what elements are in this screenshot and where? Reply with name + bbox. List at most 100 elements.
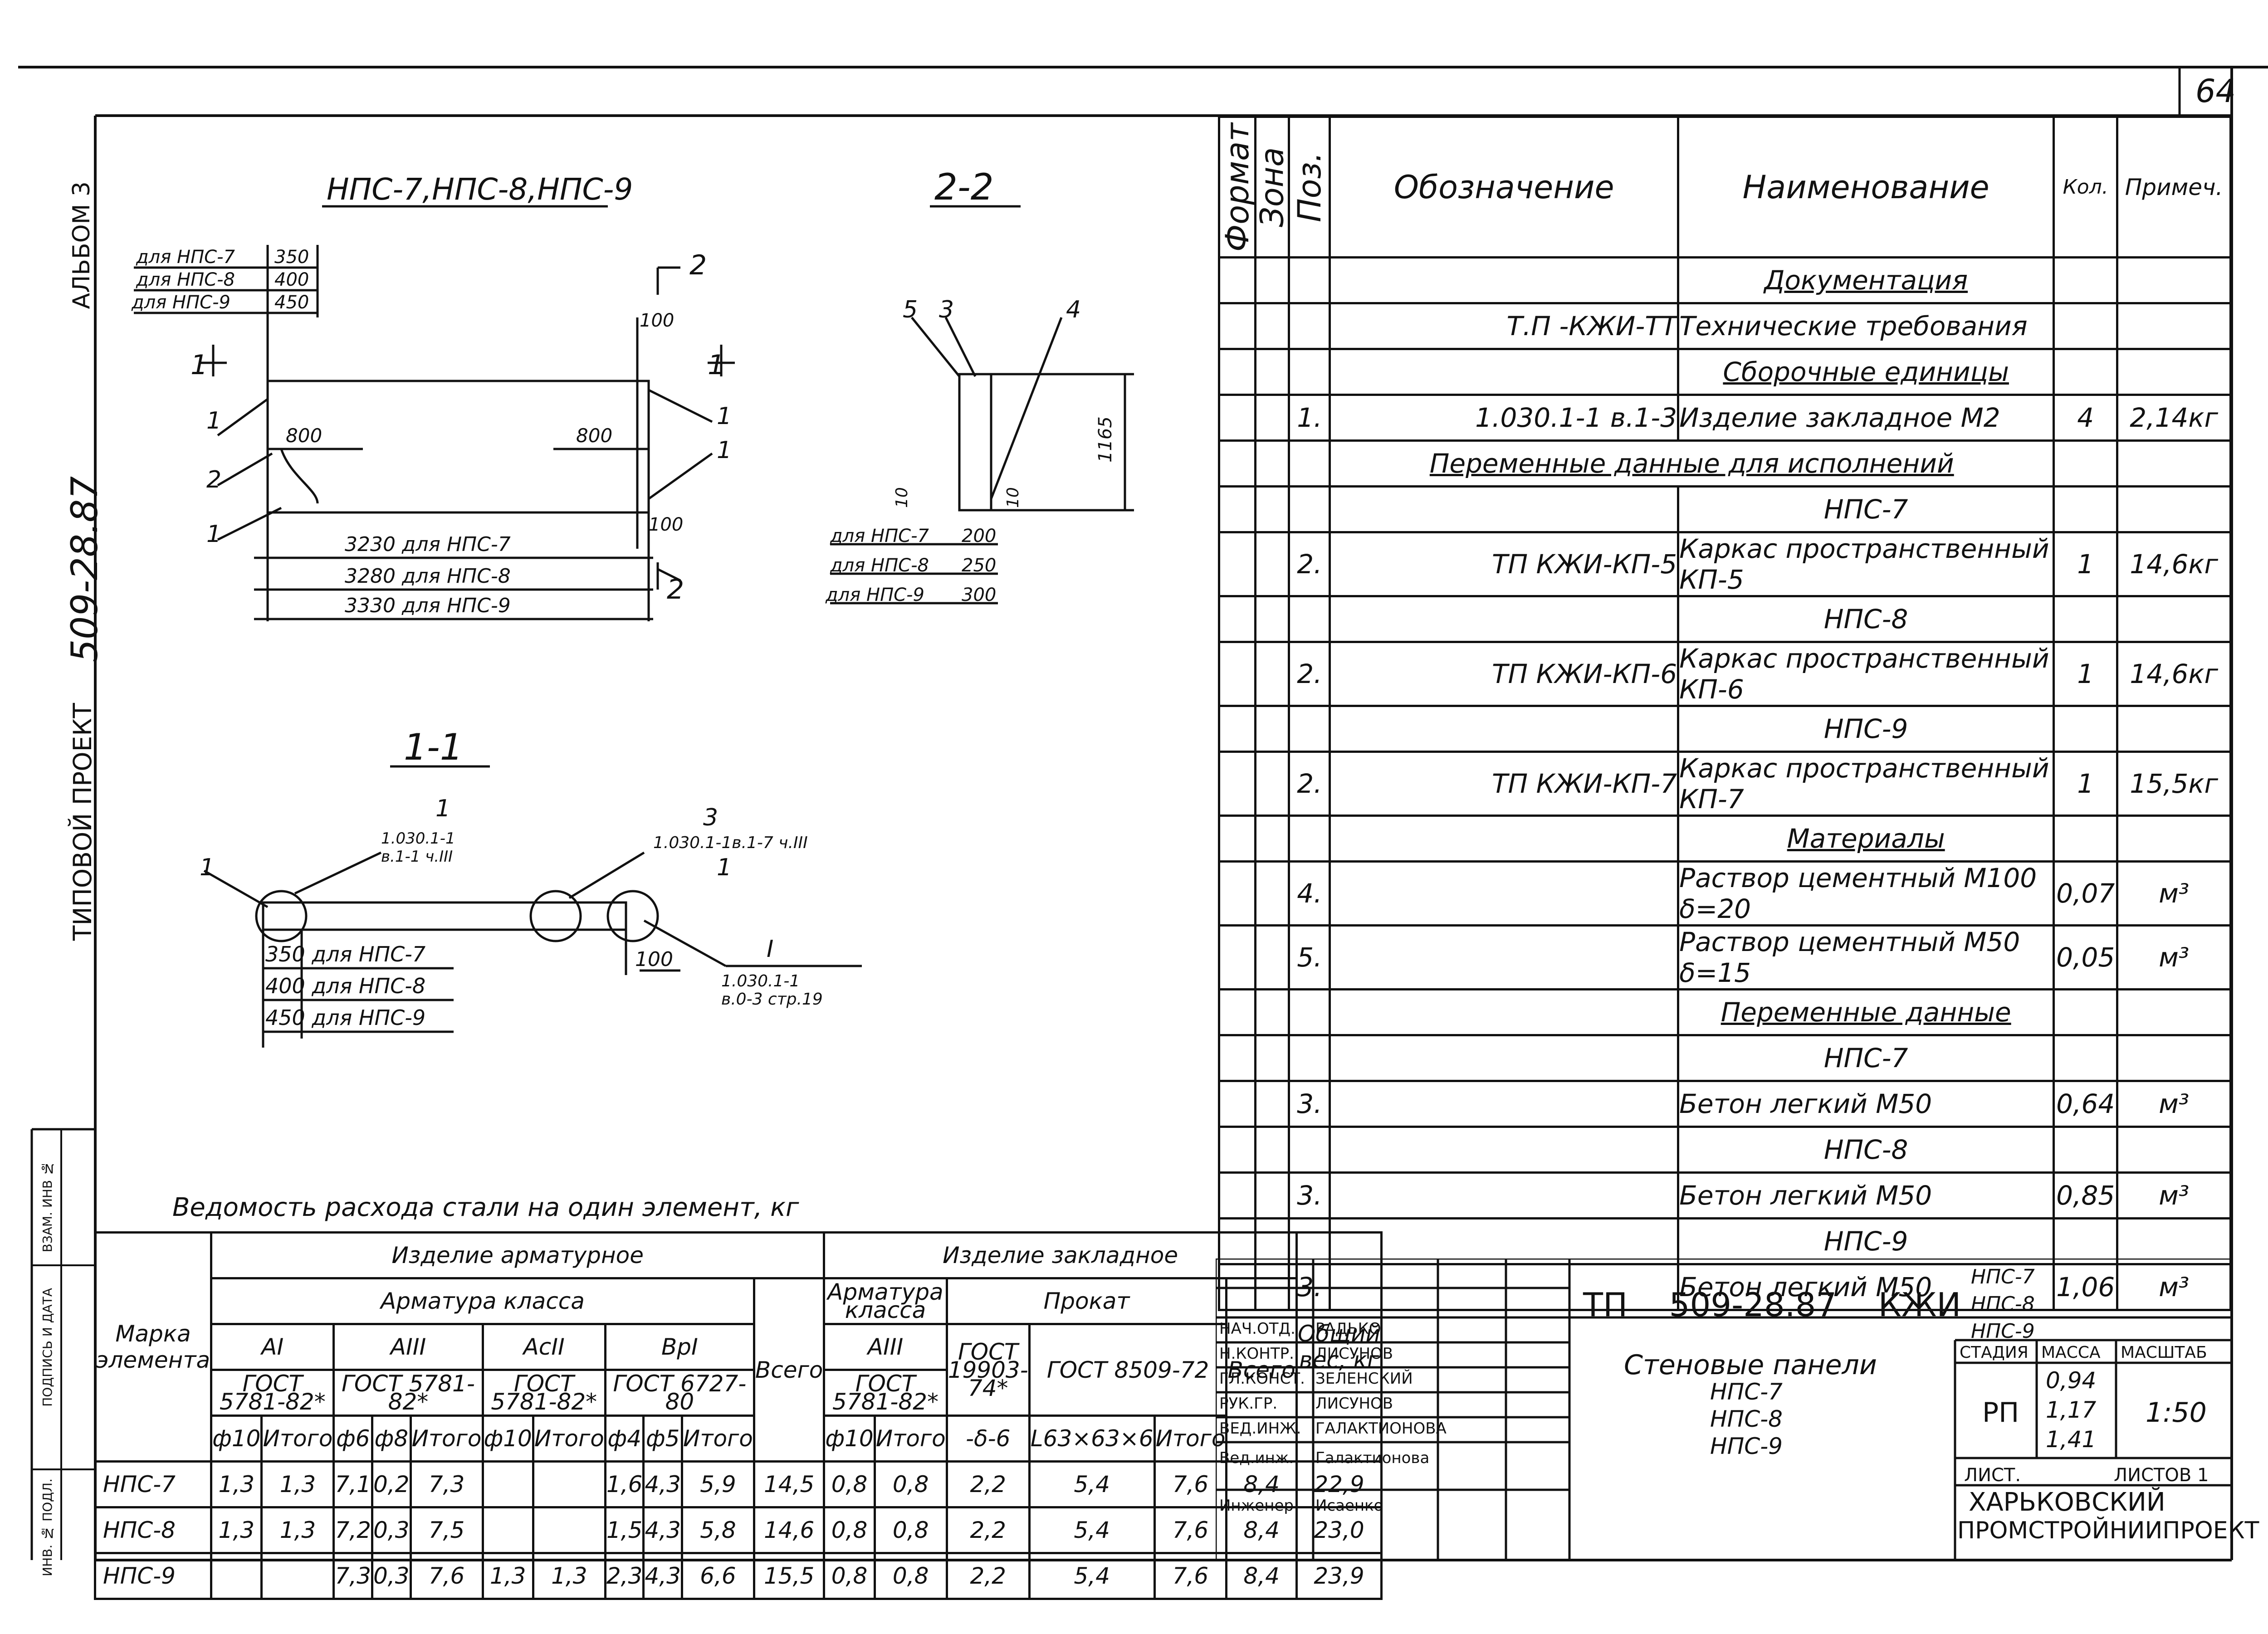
steel-value-cell: 5,4 xyxy=(1028,1506,1156,1554)
steel-value-cell: 0,2 xyxy=(371,1460,412,1508)
stamp-sign: ПОДПИСЬ И ДАТА xyxy=(40,1288,55,1407)
s11-I: I xyxy=(767,936,773,963)
spec-qty-cell: 4 xyxy=(2053,394,2119,442)
steel-h-ai: АI xyxy=(210,1323,335,1371)
steel-value-cell: 2,2 xyxy=(945,1552,1031,1600)
spec-qty-cell xyxy=(2053,485,2119,533)
tb-scale: 1:50 xyxy=(2146,1397,2207,1429)
tb-staff-role: РУК.ГР. xyxy=(1219,1395,1278,1413)
spec-note-cell: м³ xyxy=(2116,1171,2232,1219)
steel-sub-cell: Итого xyxy=(409,1415,484,1463)
spec-pos-cell xyxy=(1288,815,1331,863)
steel-value-cell: 2,2 xyxy=(945,1506,1031,1554)
spec-qty-cell: 1 xyxy=(2053,641,2119,707)
steel-value-cell: 0,3 xyxy=(371,1506,412,1554)
spec-qty-cell xyxy=(2053,815,2119,863)
spec-row: НПС-8 xyxy=(1218,1126,2232,1174)
steel-sub-cell: ф10 xyxy=(210,1415,263,1463)
spec-name-cell: Раствор цементный М50 δ=15 xyxy=(1677,924,2055,990)
s22-pos4: 4 xyxy=(1066,296,1081,323)
spec-designation-cell: ТП КЖИ-КП-5 xyxy=(1329,531,1680,597)
spec-name-cell: Бетон легкий М50 xyxy=(1677,1171,2055,1219)
spec-designation-cell xyxy=(1329,1080,1680,1128)
steel-value-cell: 4,3 xyxy=(642,1460,683,1508)
tb-name-mark-2: НПС-8 xyxy=(1710,1406,1783,1432)
drawing-area: НПС-7,НПС-8,НПС-9 2-2 1-1 для НПС-7 для … xyxy=(131,166,1134,1048)
spec-note-cell: 14,6кг xyxy=(2116,641,2232,707)
tb-mass-1: 0,94 xyxy=(2046,1367,2097,1394)
spec-format-cell xyxy=(1218,815,1256,863)
steel-h-emb-aiii: АIII xyxy=(823,1323,948,1371)
spec-format-cell xyxy=(1218,751,1256,817)
spec-zone-cell xyxy=(1254,815,1290,863)
tb-org-1: ХАРЬКОВСКИЙ xyxy=(1969,1488,2165,1517)
hdr-qty: Кол. xyxy=(2053,116,2119,259)
steel-value-cell xyxy=(481,1506,534,1554)
steel-value-cell: 2,2 xyxy=(945,1460,1031,1508)
spec-qty-cell xyxy=(2053,1217,2119,1265)
steel-value-cell: 1,5 xyxy=(604,1506,645,1554)
spec-zone-cell xyxy=(1254,1080,1290,1128)
steel-value-cell xyxy=(532,1460,606,1508)
spec-header: Формат Зона Поз. Обозначение Наименовани… xyxy=(1218,116,2232,259)
spec-zone-cell xyxy=(1254,439,1290,488)
spec-designation-cell xyxy=(1329,1217,1680,1265)
len-npc9: 3330 для НПС-9 xyxy=(345,594,511,617)
cut-1-left: 1 xyxy=(191,349,208,381)
spec-format-cell xyxy=(1218,394,1256,442)
steel-h-gost-aiii: ГОСТ 5781-82* xyxy=(332,1369,484,1417)
spec-pos-cell: 4. xyxy=(1288,860,1331,927)
steel-value-cell: 7,5 xyxy=(409,1506,484,1554)
spec-name-cell: НПС-9 xyxy=(1677,705,2055,753)
steel-value-cell: 4,3 xyxy=(642,1506,683,1554)
title-1-1: 1-1 xyxy=(404,726,463,768)
steel-sub-cell: ф10 xyxy=(823,1415,876,1463)
steel-sub-cell: ф6 xyxy=(332,1415,373,1463)
spec-designation-cell xyxy=(1329,256,1680,304)
steel-sub-cell: ф5 xyxy=(642,1415,683,1463)
spec-note-cell: 2,14кг xyxy=(2116,394,2232,442)
spec-zone-cell xyxy=(1254,256,1290,304)
title-2-2: 2-2 xyxy=(934,166,994,208)
steel-h-vpi: ВрI xyxy=(604,1323,755,1371)
steel-value-cell: 23,0 xyxy=(1295,1506,1383,1554)
spec-designation-cell xyxy=(1329,595,1680,643)
hdr-format: Формат xyxy=(1218,117,1256,258)
spec-note-cell xyxy=(2116,1126,2232,1174)
steel-value-cell: 5,9 xyxy=(680,1460,755,1508)
steel-value-cell: 2,3 xyxy=(604,1552,645,1600)
dim-100-bottom: 100 xyxy=(649,514,683,535)
steel-value-cell: 14,5 xyxy=(753,1460,826,1508)
spec-qty-cell xyxy=(2053,705,2119,753)
spec-row: НПС-9 xyxy=(1218,705,2232,753)
hdr-designation: Обозначение xyxy=(1329,116,1680,259)
steel-value-cell: 0,8 xyxy=(873,1552,948,1600)
steel-mark-cell: НПС-9 xyxy=(93,1552,213,1600)
steel-sub-cell: L63×63×6 xyxy=(1028,1415,1156,1463)
spec-designation-cell xyxy=(1329,815,1680,863)
spec-designation-cell xyxy=(1329,860,1680,927)
tb-mark-3: НПС-9 xyxy=(1971,1320,2035,1343)
spec-pos-cell xyxy=(1288,595,1331,643)
spec-zone-cell xyxy=(1254,531,1290,597)
steel-h-total1: Всего xyxy=(753,1277,826,1463)
tb-org-2: ПРОМСТРОЙНИИПРОЕКТ xyxy=(1957,1517,2259,1544)
steel-value-cell: 8,4 xyxy=(1225,1460,1298,1508)
steel-value-cell: 1,3 xyxy=(210,1506,263,1554)
cut-1-right: 1 xyxy=(708,349,725,381)
steel-value-cell: 22,9 xyxy=(1295,1460,1383,1508)
dim-350: 350 xyxy=(274,247,309,268)
stamp-inv: ИНВ. № ПОДЛ. xyxy=(40,1478,55,1576)
spec-pos-cell: 3. xyxy=(1288,1171,1331,1219)
steel-value-cell: 1,3 xyxy=(210,1460,263,1508)
s11-pos1-top: 1 xyxy=(435,795,450,822)
steel-value-cell: 1,3 xyxy=(481,1552,534,1600)
steel-value-cell: 7,6 xyxy=(409,1552,484,1600)
s11-pos1-right: 1 xyxy=(717,854,732,881)
steel-value-cell: 0,3 xyxy=(371,1552,412,1600)
steel-h-mark: Марка элемента xyxy=(93,1231,213,1463)
